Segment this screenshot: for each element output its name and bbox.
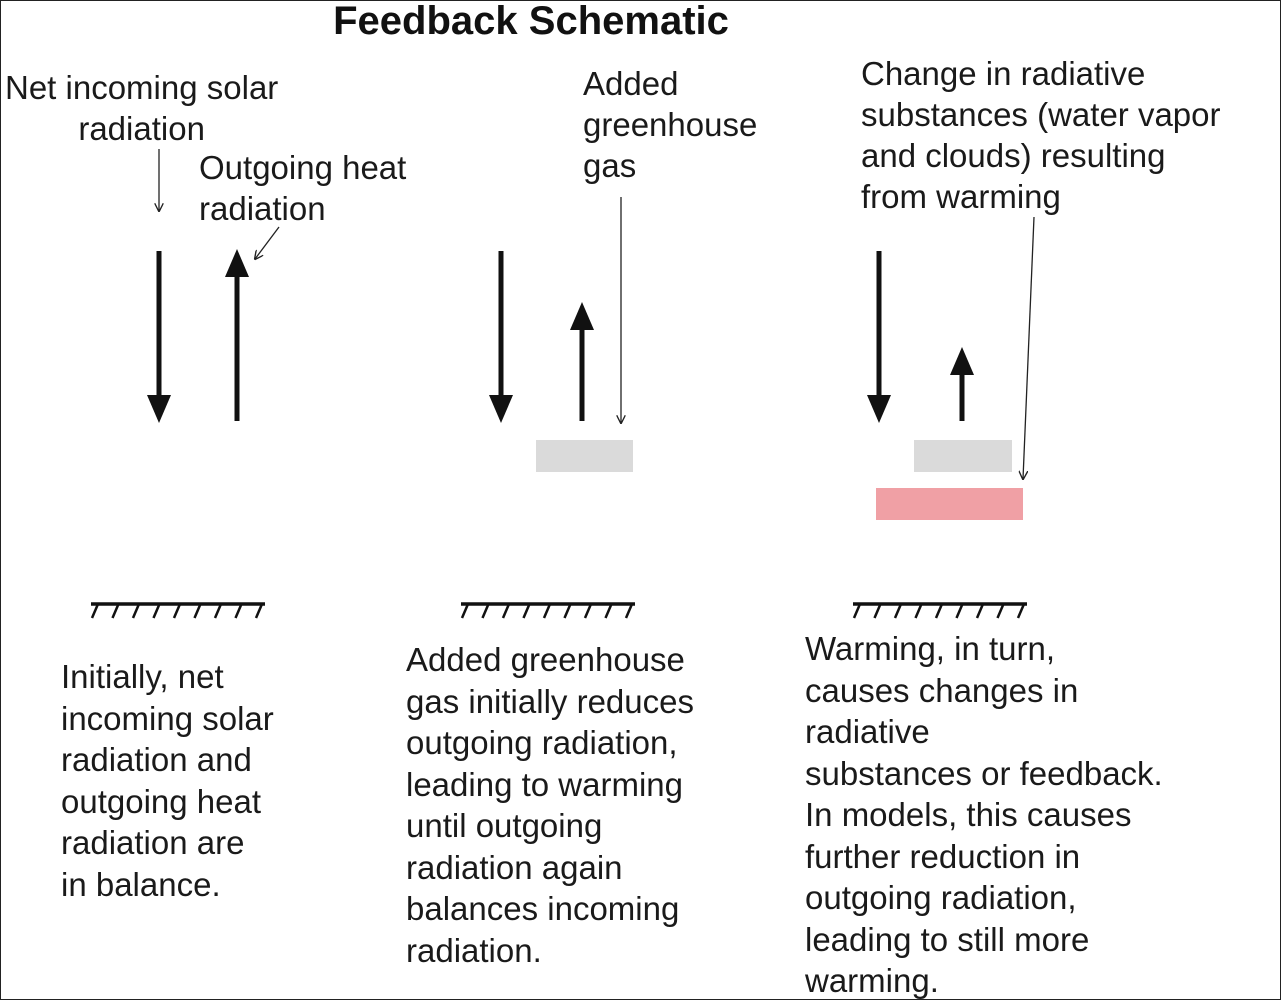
greenhouse-gas-layer-3 [914,440,1012,472]
greenhouse-gas-layer-2 [536,440,633,472]
ground-symbol-1 [90,602,265,619]
outgoing-heat-arrow-1 [225,249,249,421]
incoming-solar-label: Net incoming solar radiation [5,69,279,147]
ground-symbol-2 [460,602,635,619]
incoming-solar-arrow-3 [867,251,891,423]
outgoing-heat-arrow-3 [950,347,974,421]
ground-symbol-3 [852,602,1027,619]
incoming-solar-arrow-1 [147,251,171,423]
panel-1-caption: Initially, net incoming solar radiation … [61,658,274,903]
outgoing-heat-arrow-2 [570,302,594,421]
feedback-layer [876,488,1023,520]
feedback-label-pointer [1023,216,1035,479]
panel-2-caption: Added greenhouse gas initially reduces o… [406,641,694,969]
outgoing-heat-label: Outgoing heat radiation [199,149,407,227]
figure-title: Feedback Schematic [333,0,729,43]
radiative-change-label: Change in radiative substances (water va… [861,55,1221,215]
outgoing-label-pointer [255,226,280,259]
incoming-solar-arrow-2 [489,251,513,423]
panel-3-caption: Warming, in turn, causes changes in radi… [805,630,1163,999]
greenhouse-gas-label: Added greenhouse gas [583,65,758,184]
